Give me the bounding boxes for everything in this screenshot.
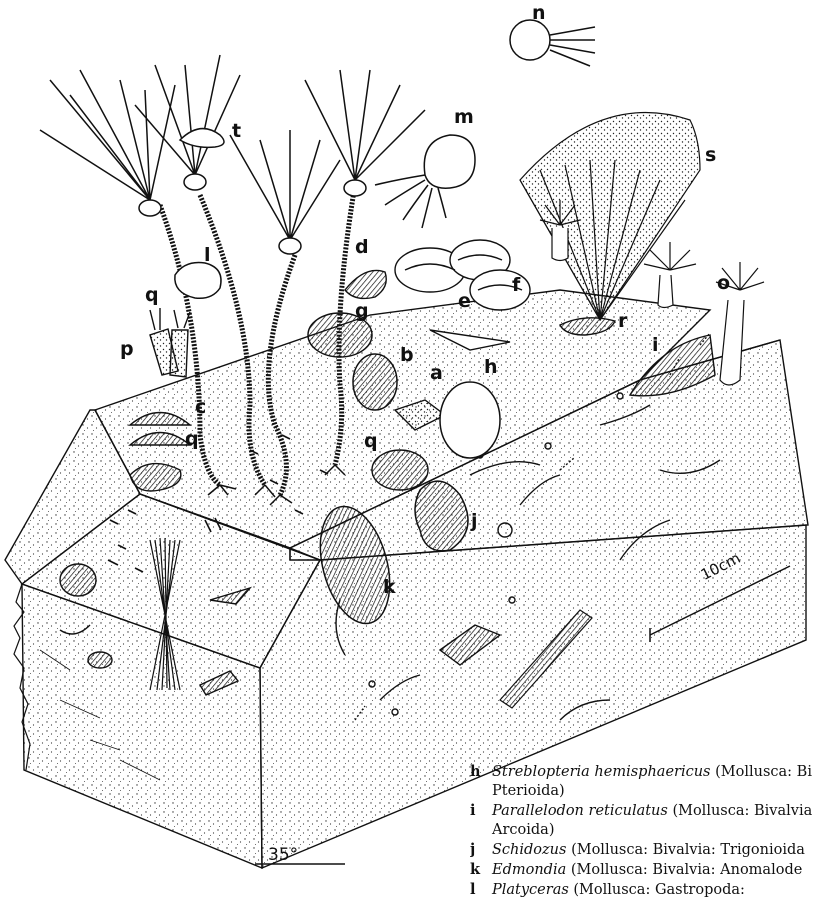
crinoid-calyx-2 (184, 174, 206, 190)
legend-item-h: hStreblopteria hemisphaericus (Mollusca:… (470, 762, 819, 782)
label-d: d (355, 238, 369, 257)
crinoid-calyx-4 (344, 180, 366, 196)
label-s: s (705, 146, 716, 165)
label-j: j (471, 512, 478, 531)
legend-item-h-cont: Pterioida) (470, 782, 819, 801)
platyceras-gastropod (175, 263, 221, 299)
label-q-mid: q (364, 432, 378, 451)
legend-item-l: lPlatyceras (Mollusca: Gastropoda: (470, 880, 819, 900)
label-g: g (355, 302, 369, 321)
label-t: t (232, 122, 241, 141)
nautiloid-m (375, 135, 475, 228)
label-l: l (204, 246, 211, 265)
label-q-top: q (145, 286, 159, 305)
bivalve-q-mid (372, 450, 428, 490)
label-n: n (532, 4, 546, 23)
label-p: p (120, 340, 134, 359)
legend-item-k: kEdmondia (Mollusca: Bivalvia: Anomalode (470, 860, 819, 880)
species-legend: hStreblopteria hemisphaericus (Mollusca:… (470, 762, 819, 900)
crinoid-calyx-3 (279, 238, 301, 254)
nautiloid-n (510, 20, 595, 66)
legend-item-i: iParallelodon reticulatus (Mollusca: Biv… (470, 801, 819, 821)
label-c: c (195, 398, 206, 417)
bivalve-b (353, 354, 397, 410)
bryozoan-fan-s (520, 113, 700, 321)
bivalve-d (345, 270, 386, 298)
bivalve-h (440, 382, 500, 458)
label-a: a (430, 364, 443, 383)
label-q-low: q (185, 430, 199, 449)
legend-item-j: jSchidozus (Mollusca: Bivalvia: Trigonio… (470, 840, 819, 860)
label-m: m (454, 108, 474, 127)
legend-item-i-cont: Arcoida) (470, 821, 819, 840)
label-h: h (484, 358, 498, 377)
label-o: o (717, 274, 730, 293)
sponges-p-q (150, 308, 190, 377)
label-k: k (383, 578, 396, 597)
crinoid-calyx-1 (139, 200, 161, 216)
label-f: f (512, 276, 520, 295)
platyceras-on-crown (180, 129, 224, 148)
label-i: i (652, 336, 659, 355)
reef-block-diagram (0, 0, 819, 872)
label-b: b (400, 346, 414, 365)
crinoid-crowns (40, 55, 425, 240)
angle-label: 35° (268, 845, 298, 865)
label-r: r (618, 312, 627, 331)
label-e: e (458, 292, 471, 311)
